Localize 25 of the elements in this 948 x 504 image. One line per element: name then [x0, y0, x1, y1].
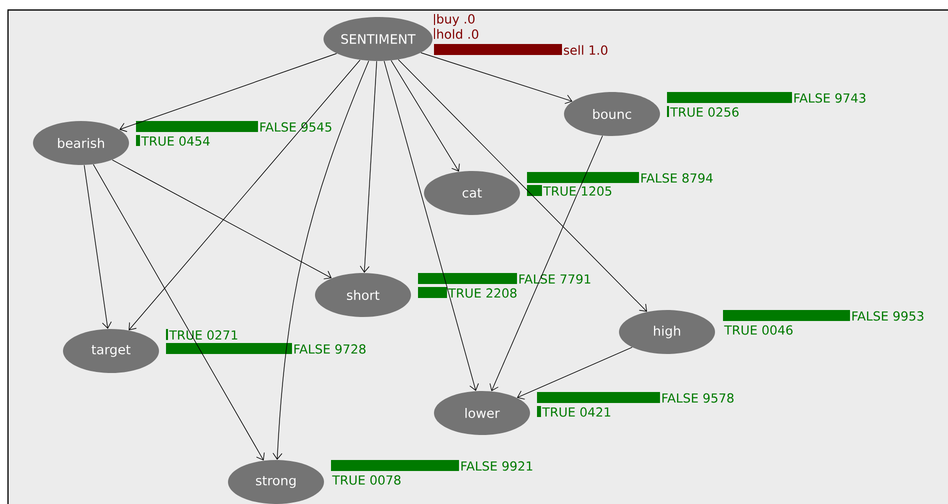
arrow	[128, 60, 360, 330]
probability-label: TRUE 1205	[543, 186, 612, 196]
arrow	[420, 52, 572, 104]
probability-label: FALSE 9921	[461, 461, 532, 471]
probability-label: FALSE 9953	[852, 311, 924, 321]
probability-label: TRUE 0421	[542, 407, 610, 417]
arrow	[384, 60, 479, 391]
probability-label: FALSE 9743	[794, 93, 866, 103]
arrow	[119, 53, 337, 132]
arrow	[360, 60, 378, 273]
arrow	[490, 135, 603, 392]
probability-label: TRUE 0454	[141, 136, 210, 146]
probability-label: FALSE 9578	[662, 393, 734, 403]
probability-label: FALSE 8794	[641, 173, 713, 183]
arrow	[516, 346, 632, 400]
arrow	[93, 164, 265, 461]
arrow	[272, 60, 370, 460]
probability-label: sell 1.0	[564, 45, 608, 55]
probability-label: FALSE 9728	[294, 344, 366, 354]
arrow	[390, 60, 460, 172]
probability-label: FALSE 9545	[260, 122, 332, 132]
probability-label: buy .0	[437, 14, 475, 26]
arrow	[398, 59, 648, 312]
arrow	[112, 160, 332, 280]
arrow	[84, 164, 112, 329]
